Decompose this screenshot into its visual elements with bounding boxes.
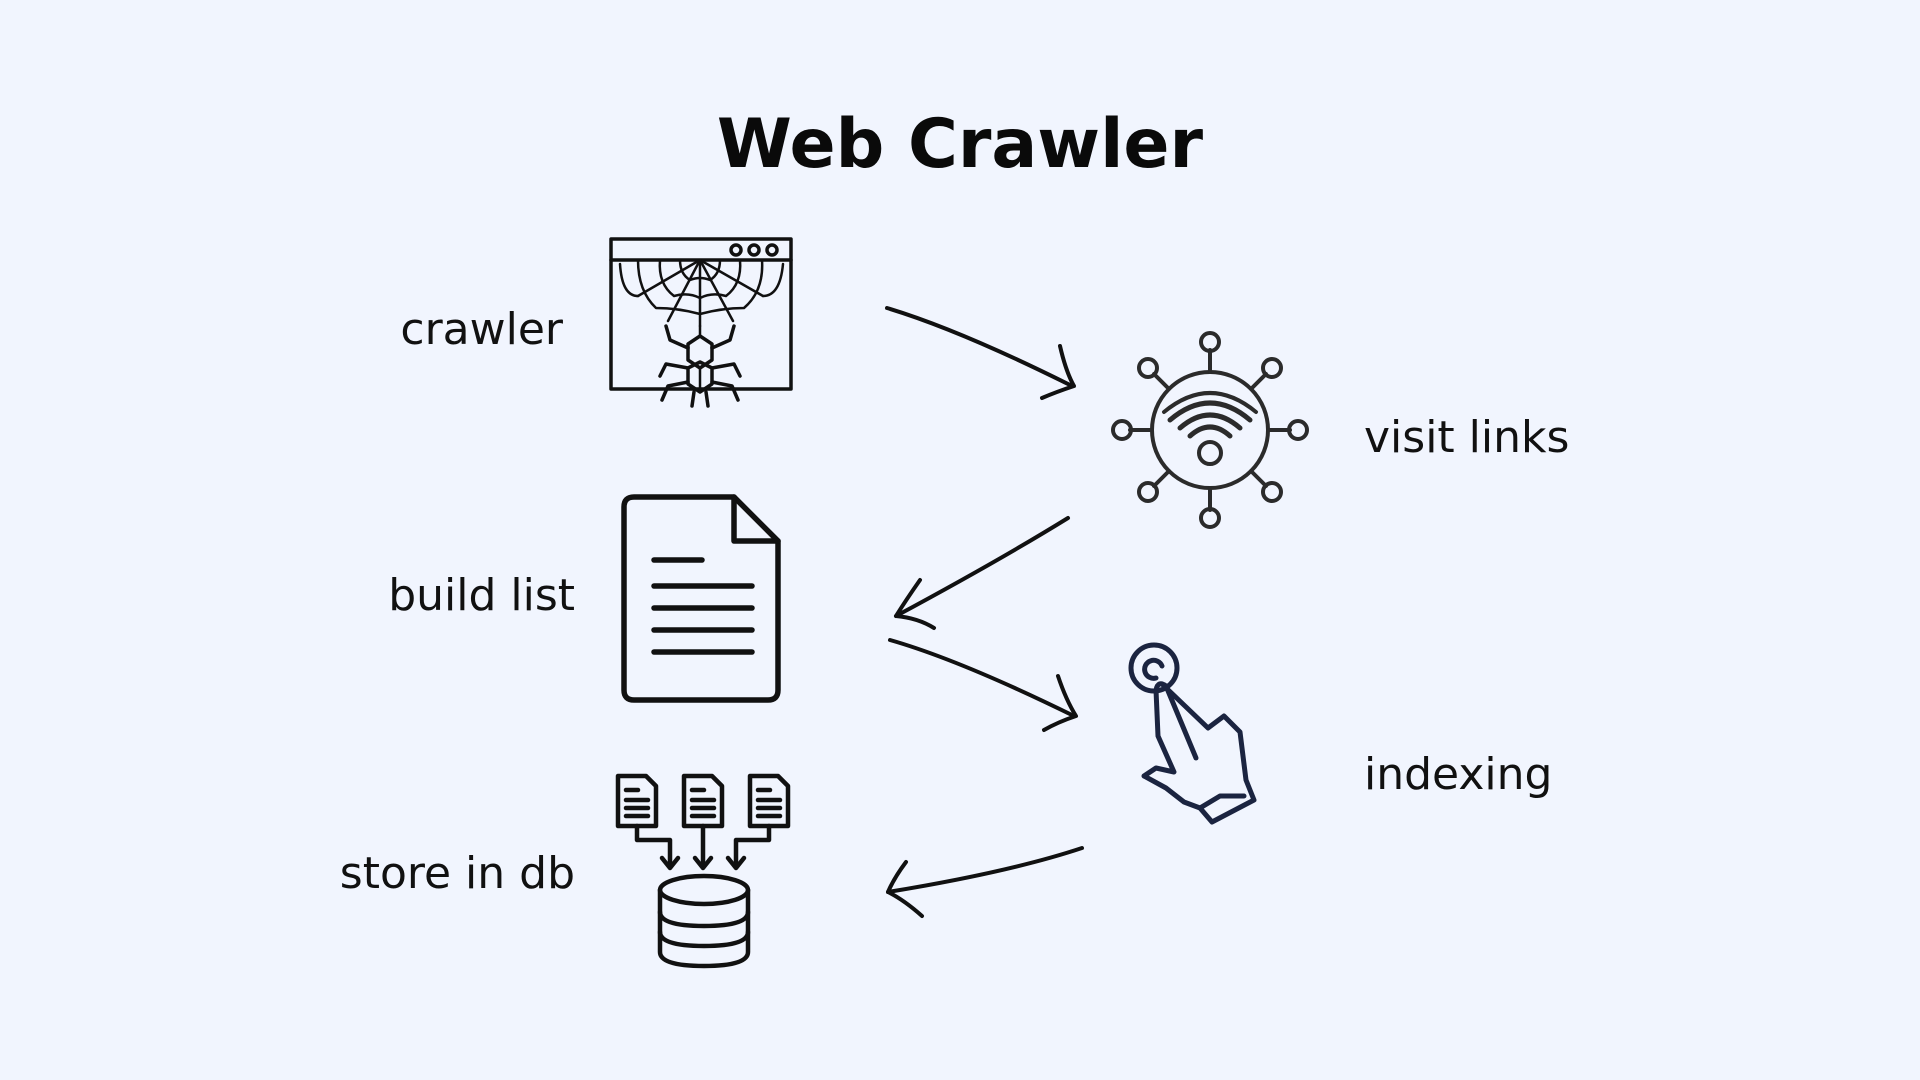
step-label-visit-links: visit links (1364, 412, 1570, 463)
step-label-indexing: indexing (1364, 749, 1553, 800)
arrow-crawler-to-visit-links (885, 306, 1076, 400)
document-icon (621, 494, 781, 703)
network-wifi-hub-icon (1111, 331, 1309, 529)
arrow-visit-links-to-build-list (894, 516, 1070, 630)
diagram-title: Web Crawler (716, 105, 1204, 184)
documents-to-database-icon (615, 773, 791, 969)
browser-spider-web-icon (609, 237, 793, 408)
step-label-crawler: crawler (400, 304, 563, 355)
hand-pointer-click-icon (1128, 642, 1257, 825)
arrow-build-list-to-indexing (888, 638, 1078, 732)
step-label-build-list: build list (388, 570, 575, 621)
step-label-store-in-db: store in db (339, 848, 575, 899)
arrow-indexing-to-store-in-db (886, 846, 1084, 918)
